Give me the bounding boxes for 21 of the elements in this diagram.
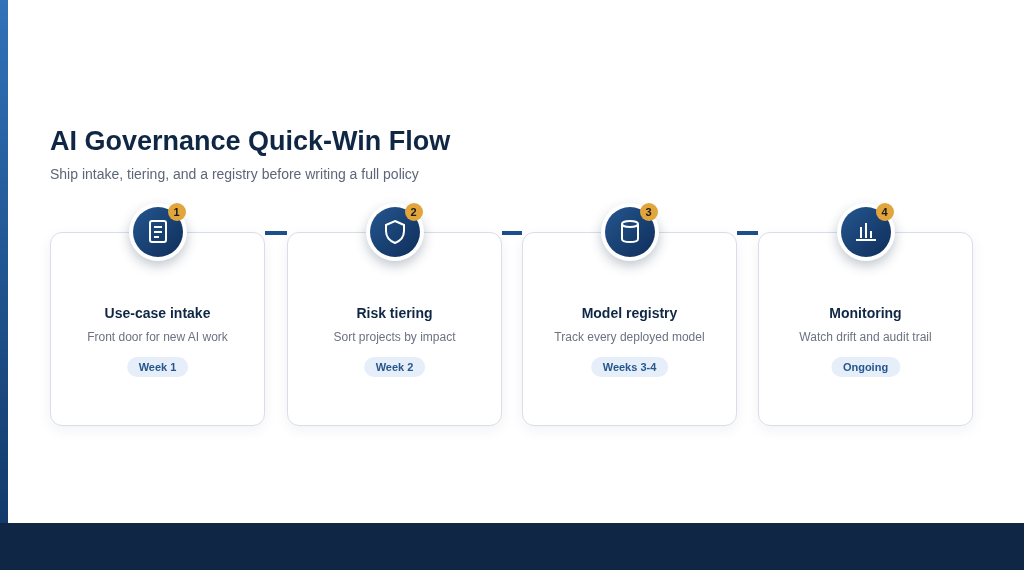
step-card bbox=[287, 232, 502, 426]
time-pill: Week 2 bbox=[363, 357, 426, 377]
step-description: Sort projects by impact bbox=[332, 330, 457, 344]
step-title: Use-case intake bbox=[103, 305, 212, 321]
connector-line bbox=[265, 231, 287, 235]
step-card bbox=[50, 232, 265, 426]
step-description: Front door for new AI work bbox=[86, 330, 229, 344]
step-card bbox=[758, 232, 973, 426]
step-title: Model registry bbox=[580, 305, 679, 321]
title: AI Governance Quick-Win Flow bbox=[50, 126, 451, 157]
subtitle: Ship intake, tiering, and a registry before writing a full policy bbox=[50, 166, 419, 182]
step-card bbox=[522, 232, 737, 426]
step-description: Track every deployed model bbox=[553, 330, 706, 344]
time-pill: Week 1 bbox=[126, 357, 189, 377]
time-pill: Ongoing bbox=[830, 357, 901, 377]
step-description: Watch drift and audit trail bbox=[798, 330, 933, 344]
connector-line bbox=[502, 231, 522, 235]
step-title: Risk tiering bbox=[355, 305, 434, 321]
step-title: Monitoring bbox=[828, 305, 903, 321]
time-pill: Weeks 3-4 bbox=[590, 357, 669, 377]
connector-line bbox=[737, 231, 758, 235]
